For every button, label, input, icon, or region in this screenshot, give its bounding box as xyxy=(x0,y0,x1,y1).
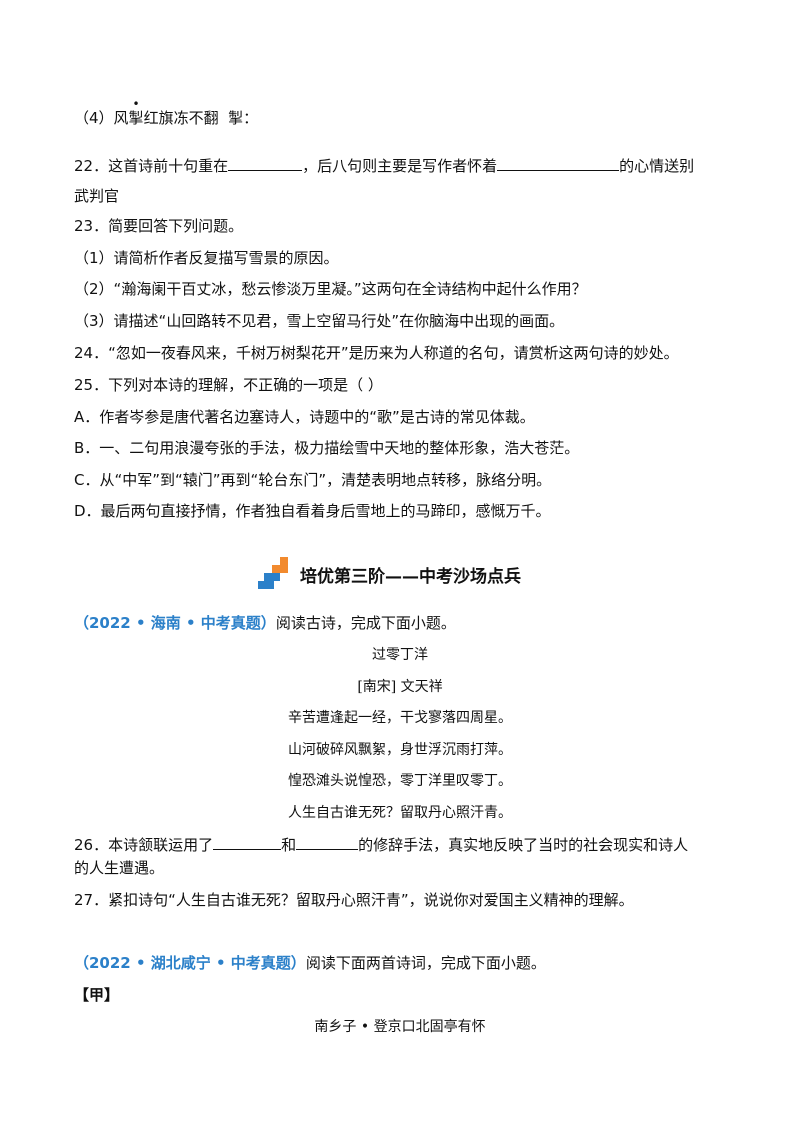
poem-line: 人生自古谁无死？留取丹心照汗青。 xyxy=(288,805,512,821)
source-tag: （2022 • 海南 • 中考真题） xyxy=(74,614,276,632)
answer-blank[interactable] xyxy=(213,833,282,850)
q25-option-d: D．最后两句直接抒情，作者独自看着身后雪地上的马蹄印，感慨万千。 xyxy=(74,502,551,520)
q26-line1: 26．本诗颔联运用了和的修辞手法，真实地反映了当时的社会现实和诗人 xyxy=(74,833,740,855)
q25-option-c: C．从“中军”到“辕门”再到“轮台东门”，清楚表明地点转移，脉络分明。 xyxy=(74,471,552,489)
source-tag: （2022 • 湖北咸宁 • 中考真题） xyxy=(74,954,306,972)
poem-title: 过零丁洋 xyxy=(372,647,428,663)
q23-sub1: （1）请简析作者反复描写雪景的原因。 xyxy=(74,249,339,267)
q27: 27．紧扣诗句“人生自古谁无死？留取丹心照汗青”，说说你对爱国主义精神的理解。 xyxy=(74,891,634,909)
poem-label: 【甲】 xyxy=(74,986,120,1004)
answer-blank[interactable] xyxy=(296,833,359,850)
hainan-source-line: （2022 • 海南 • 中考真题）阅读古诗，完成下面小题。 xyxy=(74,614,456,632)
q25-option-b: B．一、二句用浪漫夸张的手法，极力描绘雪中天地的整体形象，浩大苍茫。 xyxy=(74,439,580,457)
section-title: 培优第三阶——中考沙场点兵 xyxy=(300,566,521,587)
dotted-character: •掣 xyxy=(128,97,144,127)
q23-sub2: （2）“瀚海阑干百丈冰，愁云惨淡万里凝。”这两句在全诗结构中起什么作用？ xyxy=(74,280,587,298)
q22-line1: 22．这首诗前十句重在，后八句则主要是写作者怀着的心情送别 xyxy=(74,154,740,176)
q22-line2: 武判官 xyxy=(74,187,120,205)
xianning-source-line: （2022 • 湖北咸宁 • 中考真题）阅读下面两首诗词，完成下面小题。 xyxy=(74,954,546,972)
poem-title: 南乡子 • 登京口北固亭有怀 xyxy=(314,1019,486,1035)
poem-line: 惶恐滩头说惶恐，零丁洋里叹零丁。 xyxy=(288,773,512,789)
q23-sub3: （3）请描述“山回路转不见君，雪上空留马行处”在你脑海中出现的画面。 xyxy=(74,312,565,330)
q25-heading: 25．下列对本诗的理解，不正确的一项是（ ） xyxy=(74,376,383,394)
q23-heading: 23．简要回答下列问题。 xyxy=(74,217,244,235)
section-heading: 培优第三阶——中考沙场点兵 xyxy=(258,557,521,591)
q25-option-a: A．作者岑参是唐代著名边塞诗人，诗题中的“歌”是古诗的常见体裁。 xyxy=(74,408,535,426)
q21-item4: （4）风•掣红旗冻不翻 掣： xyxy=(74,97,259,127)
stairs-icon xyxy=(258,557,288,589)
q26-line2: 的人生遭遇。 xyxy=(74,859,165,877)
q24: 24．“忽如一夜春风来，千树万树梨花开”是历来为人称道的名句，请赏析这两句诗的妙… xyxy=(74,344,679,362)
answer-blank[interactable] xyxy=(228,154,303,171)
answer-blank[interactable] xyxy=(497,154,620,171)
poem-line: 辛苦遭逢起一经，干戈寥落四周星。 xyxy=(288,710,512,726)
poem-line: 山河破碎风飘絮，身世浮沉雨打萍。 xyxy=(288,742,512,758)
poem-author: [南宋] 文天祥 xyxy=(357,679,443,695)
